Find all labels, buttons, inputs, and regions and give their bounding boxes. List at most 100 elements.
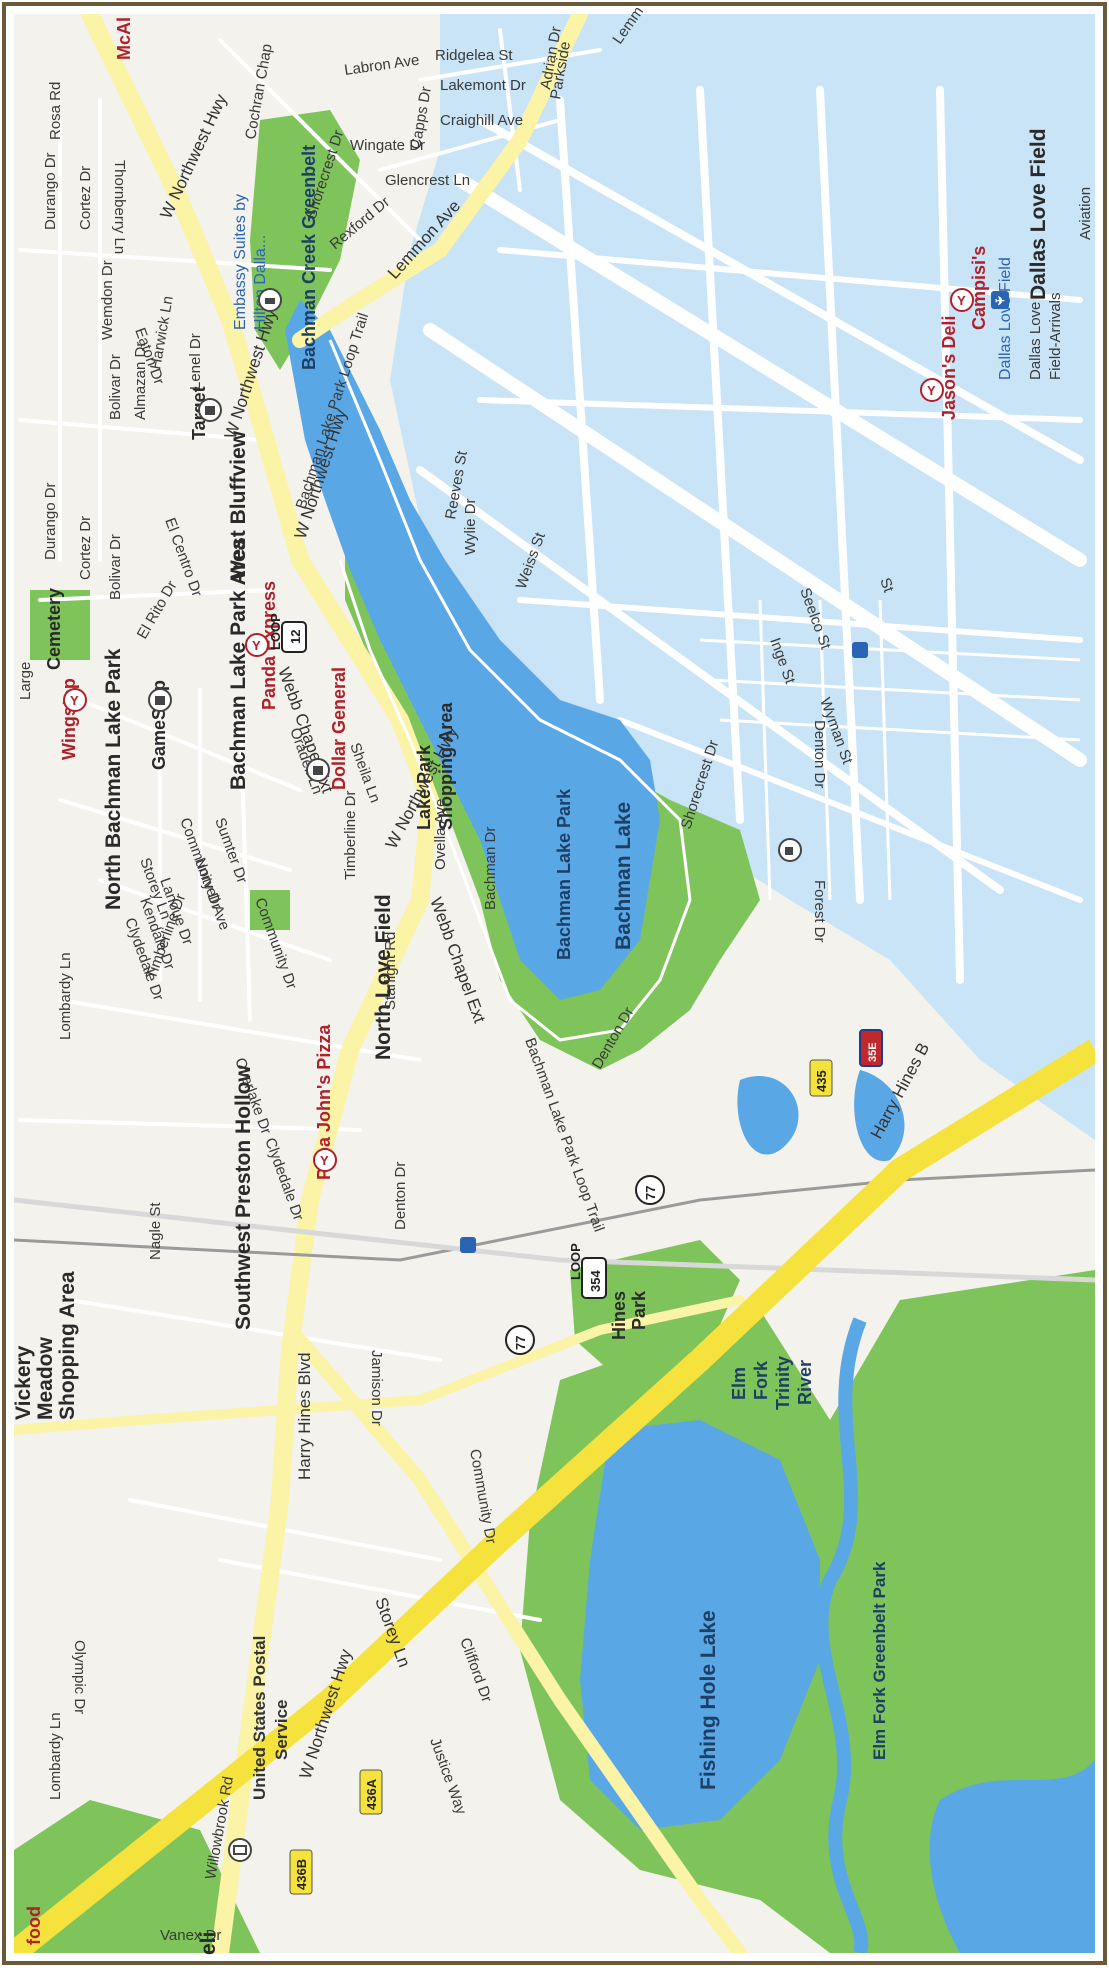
restaurant-icon[interactable]: Y — [245, 633, 269, 657]
poi-icons[interactable]: Y Y ✈ Y Y — [63, 288, 1009, 1862]
bus-icon[interactable] — [852, 642, 868, 658]
label-food: food — [24, 1906, 44, 1945]
road-label-almazan: Almazan Dr — [132, 342, 149, 420]
shield-loop-12 — [281, 621, 307, 653]
shield-435-text: 435 — [814, 1070, 829, 1092]
label-vickery-2: Meadow — [34, 1336, 57, 1420]
shield-us-77b-text: 77 — [643, 1186, 658, 1200]
restaurant-icon[interactable]: Y — [63, 688, 87, 712]
road-label-craighill: Craighill Ave — [440, 112, 523, 129]
road-label-wylie: Wylie Dr — [462, 498, 479, 555]
road-storey-ln — [293, 1333, 747, 1953]
road-label-lakemont: Lakemont Dr — [440, 77, 526, 94]
shopping-bag-icon[interactable] — [306, 758, 330, 782]
road-label-ovella: Ovella Ave — [432, 799, 449, 870]
road-rail — [14, 1197, 1095, 1283]
highway-spur-348 — [14, 1039, 1095, 1953]
label-dollar-general: Dollar General — [329, 667, 349, 790]
label-campisis: Campisi's — [969, 246, 989, 330]
route-shields: 12 354 77 77 435 436A 436B 35E — [281, 621, 883, 1895]
restaurant-icon[interactable]: Y — [313, 1148, 337, 1172]
label-aviation: Aviation — [1077, 187, 1094, 240]
shopping-bag-icon[interactable] — [198, 398, 222, 422]
road-label-lombardy-2: Lombardy Ln — [57, 952, 74, 1040]
road-lemmon-ave — [292, 14, 588, 348]
shield-loop-354 — [581, 1257, 607, 1299]
label-usps-2: Service — [272, 1700, 291, 1761]
label-bachman-lake-park: Bachman Lake Park — [554, 788, 574, 960]
airport-runways — [416, 86, 1087, 984]
road-label-denton-1: Denton Dr — [392, 1162, 409, 1230]
road-label-durango-2: Durango Dr — [42, 482, 59, 560]
road-label-lombardy-1: Lombardy Ln — [47, 1712, 64, 1800]
svg-text:Y: Y — [957, 293, 966, 308]
label-usps-1: United States Postal — [250, 1636, 269, 1800]
shield-35e — [859, 1029, 883, 1067]
label-eli: eli — [197, 1932, 220, 1955]
restaurant-icon[interactable]: Y — [920, 378, 944, 402]
labels: Dallas Love Field Dallas Love Field Dall… — [12, 17, 1094, 1955]
label-cemetery: Cemetery — [44, 588, 64, 670]
label-lake-park-2: Shopping Area — [436, 702, 456, 830]
airport-icon[interactable]: ✈ — [991, 291, 1009, 309]
water-pond-2 — [854, 1070, 905, 1162]
shield-us-77b — [635, 1175, 665, 1205]
label-north-bachman-lake-park: North Bachman Lake Park — [102, 648, 125, 910]
label-elm-fork-1: Elm — [729, 1367, 749, 1400]
road-label-wemdon: Wemdon Dr — [99, 260, 116, 340]
airport-side-streets — [699, 599, 1081, 901]
label-papa-johns: Papa John's Pizza — [314, 1024, 334, 1180]
label-panda-express: Panda Express — [259, 581, 279, 710]
post-office-icon[interactable] — [228, 1838, 252, 1862]
water-elm-fork-river — [814, 1317, 869, 1953]
svg-text:Y: Y — [70, 693, 79, 708]
water-pond-1 — [737, 1076, 799, 1155]
shield-loop-12-text: 12 — [288, 630, 303, 644]
label-southwest-preston-hollow: Southwest Preston Hollow — [232, 1064, 255, 1330]
svg-text:Y: Y — [320, 1153, 329, 1168]
road-label-bolivar-2: Bolivar Dr — [107, 534, 124, 600]
label-north-love-field: North Love Field — [372, 894, 395, 1060]
label-bachman-lake: Bachman Lake — [612, 802, 635, 950]
restaurant-icon[interactable]: Y — [950, 288, 974, 312]
shield-35e-text: 35E — [867, 1042, 879, 1062]
shopping-bag-icon[interactable] — [148, 688, 172, 712]
label-vickery-1: Vickery — [12, 1345, 35, 1420]
road-label-starlight: Starlight Rd — [382, 932, 399, 1010]
label-hines-park-1: Hines — [609, 1291, 629, 1340]
label-elm-fork-greenbelt: Elm Fork Greenbelt Park — [870, 1561, 889, 1760]
road-label-bachman-dr: Bachman Dr — [482, 827, 499, 910]
road-label-nagle: Nagle St — [147, 1202, 164, 1260]
svg-text:✈: ✈ — [995, 294, 1005, 308]
water-fishing-hole-lake — [580, 1420, 820, 1830]
road-harry-hines — [14, 1295, 745, 1435]
hotel-icon[interactable] — [258, 288, 282, 312]
svg-text:Y: Y — [252, 638, 261, 653]
road-label-harry-hines-1: Harry Hines Blvd — [295, 1352, 314, 1480]
coffee-icon[interactable] — [778, 838, 802, 862]
shield-us-77a-text: 77 — [513, 1336, 528, 1350]
water-se-lake — [929, 1760, 1095, 1953]
label-west-bluffview: West Bluffview — [227, 430, 250, 580]
label-fishing-hole-lake: Fishing Hole Lake — [697, 1610, 720, 1790]
label-elm-fork-2: Fork — [751, 1360, 771, 1400]
label-mcal: McAl — [114, 17, 134, 60]
shield-us-77a — [505, 1325, 535, 1355]
label-love-arrivals-1: Dallas Love — [1027, 302, 1044, 380]
trail-bachman-loop — [328, 339, 692, 1042]
road-label-thornberry: Thornberry Ln — [111, 160, 128, 254]
shield-436b-text: 436B — [294, 1859, 309, 1890]
road-label-lenel: Lenel Dr — [187, 333, 204, 390]
shield-435 — [809, 1059, 833, 1097]
bus-icon[interactable] — [460, 1237, 476, 1253]
road-label-durango-1: Durango Dr — [42, 152, 59, 230]
label-lake-park-1: Lake Park — [414, 744, 434, 830]
label-elm-fork-3: Trinity — [773, 1356, 793, 1410]
label-hines-park-2: Park — [629, 1290, 649, 1330]
major-roads — [14, 14, 747, 1953]
label-dallas-love-field-blue: Dallas Love Field — [997, 257, 1014, 380]
label-elm-fork-4: River — [795, 1360, 815, 1405]
airport-area — [390, 14, 1095, 1140]
